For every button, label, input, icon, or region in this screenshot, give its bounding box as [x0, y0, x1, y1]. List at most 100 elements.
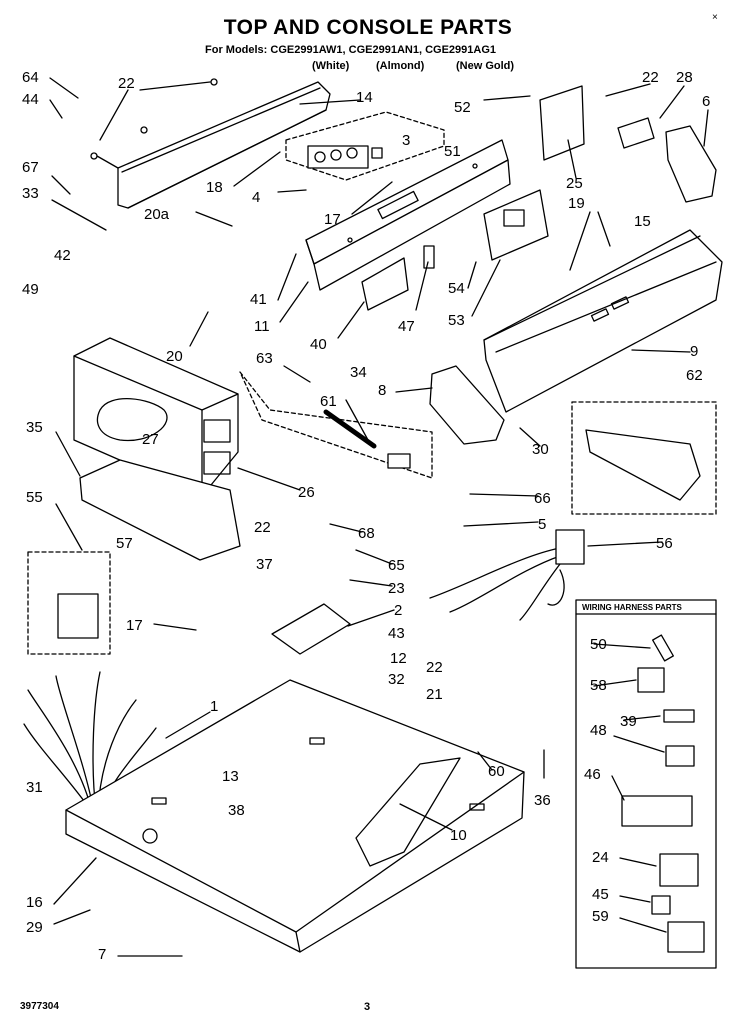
color-new-gold: (New Gold) — [456, 60, 515, 72]
part-label: 18 — [206, 179, 223, 196]
rotary-switches — [307, 145, 383, 169]
part-label: 39 — [620, 713, 637, 730]
document-id: 3977304 — [20, 1001, 59, 1012]
part-label: 57 — [116, 535, 133, 552]
insulation-sheet — [79, 459, 241, 561]
part-label: 51 — [444, 143, 461, 160]
part-label: 27 — [142, 431, 159, 448]
part-label: 60 — [488, 763, 505, 780]
part-label: 21 — [426, 686, 443, 703]
assembly-62-box — [571, 401, 717, 515]
part-label: 23 — [388, 580, 405, 597]
switch-47 — [423, 245, 435, 269]
part-label: 7 — [98, 946, 106, 963]
part-label: 22 — [426, 659, 443, 676]
part-label: 49 — [22, 281, 39, 298]
part-label: 11 — [254, 318, 270, 335]
part-label: 14 — [356, 89, 373, 106]
part-label: 37 — [256, 556, 273, 573]
part-label: 1 — [210, 698, 218, 715]
part-label: 55 — [26, 489, 43, 506]
part-label: 22 — [254, 519, 271, 536]
part-label: 45 — [592, 886, 609, 903]
assembly-55-box — [27, 551, 111, 655]
console-back-panel — [90, 78, 331, 209]
part-label: 25 — [566, 175, 583, 192]
control-panel — [305, 139, 511, 291]
harness-box-title: WIRING HARNESS PARTS — [582, 603, 683, 612]
part-label: 38 — [228, 802, 245, 819]
part-label: 66 — [534, 490, 551, 507]
part-label: 61 — [320, 393, 337, 410]
part-label: 35 — [26, 419, 43, 436]
timer-bracket — [539, 85, 585, 161]
part-label: 17 — [126, 617, 143, 634]
part-label: 8 — [378, 382, 386, 399]
part-label: 58 — [590, 677, 607, 694]
part-label: 2 — [394, 602, 402, 619]
part-label: 64 — [22, 69, 39, 86]
part-label: 62 — [686, 367, 703, 384]
part-label: 42 — [54, 247, 71, 264]
color-almond: (Almond) — [376, 60, 425, 72]
end-cap — [665, 125, 717, 203]
color-white: (White) — [312, 60, 350, 72]
cabinet-box — [73, 337, 239, 497]
part-label: 4 — [252, 189, 260, 206]
part-label: 26 — [298, 484, 315, 501]
part-label: 48 — [590, 722, 607, 739]
part-label: 28 — [676, 69, 693, 86]
part-label: 44 — [22, 91, 39, 108]
connector-28 — [617, 117, 655, 149]
part-label: 40 — [310, 336, 327, 353]
page-title: TOP AND CONSOLE PARTS — [223, 16, 513, 39]
end-piece — [429, 365, 505, 445]
top-panel — [65, 679, 525, 953]
part-label: 15 — [634, 213, 651, 230]
model-list: For Models: CGE2991AW1, CGE2991AN1, CGE2… — [205, 44, 496, 56]
part-label: 33 — [22, 185, 39, 202]
page-number: 3 — [364, 1001, 371, 1013]
part-label: 36 — [534, 792, 551, 809]
part-label: 17 — [324, 211, 341, 228]
part-label: 56 — [656, 535, 673, 552]
part-label: 31 — [26, 779, 43, 796]
part-label: 12 — [390, 650, 407, 667]
part-label: 59 — [592, 908, 609, 925]
part-label: 67 — [22, 159, 39, 176]
part-label: 20 — [166, 348, 183, 365]
part-label: 53 — [448, 312, 465, 329]
part-label: 19 — [568, 195, 585, 212]
console-housing — [483, 229, 723, 413]
part-label: 13 — [222, 768, 239, 785]
part-label: 22 — [642, 69, 659, 86]
wire-harness-56 — [429, 529, 585, 621]
part-label: 63 — [256, 350, 273, 367]
graphics-panel — [355, 757, 461, 867]
part-label: 20a — [144, 206, 170, 223]
part-label: 52 — [454, 99, 471, 116]
part-label: 54 — [448, 280, 465, 297]
part-label: 22 — [118, 75, 135, 92]
part-label: 46 — [584, 766, 601, 783]
part-label: 9 — [690, 343, 698, 360]
electronic-board — [483, 189, 549, 261]
part-label: 32 — [388, 671, 405, 688]
part-label: 10 — [450, 827, 467, 844]
corner-mark: × — [712, 12, 718, 23]
part-label: 30 — [532, 441, 549, 458]
wiring-harness-box — [575, 599, 717, 969]
part-label: 6 — [702, 93, 710, 110]
part-label: 3 — [402, 132, 410, 149]
part-label: 43 — [388, 625, 405, 642]
part-label: 68 — [358, 525, 375, 542]
lint-screen — [271, 603, 351, 655]
part-label: 34 — [350, 364, 367, 381]
bracket — [361, 257, 409, 311]
part-label: 24 — [592, 849, 609, 866]
part-label: 47 — [398, 318, 415, 335]
part-label: 5 — [538, 516, 546, 533]
